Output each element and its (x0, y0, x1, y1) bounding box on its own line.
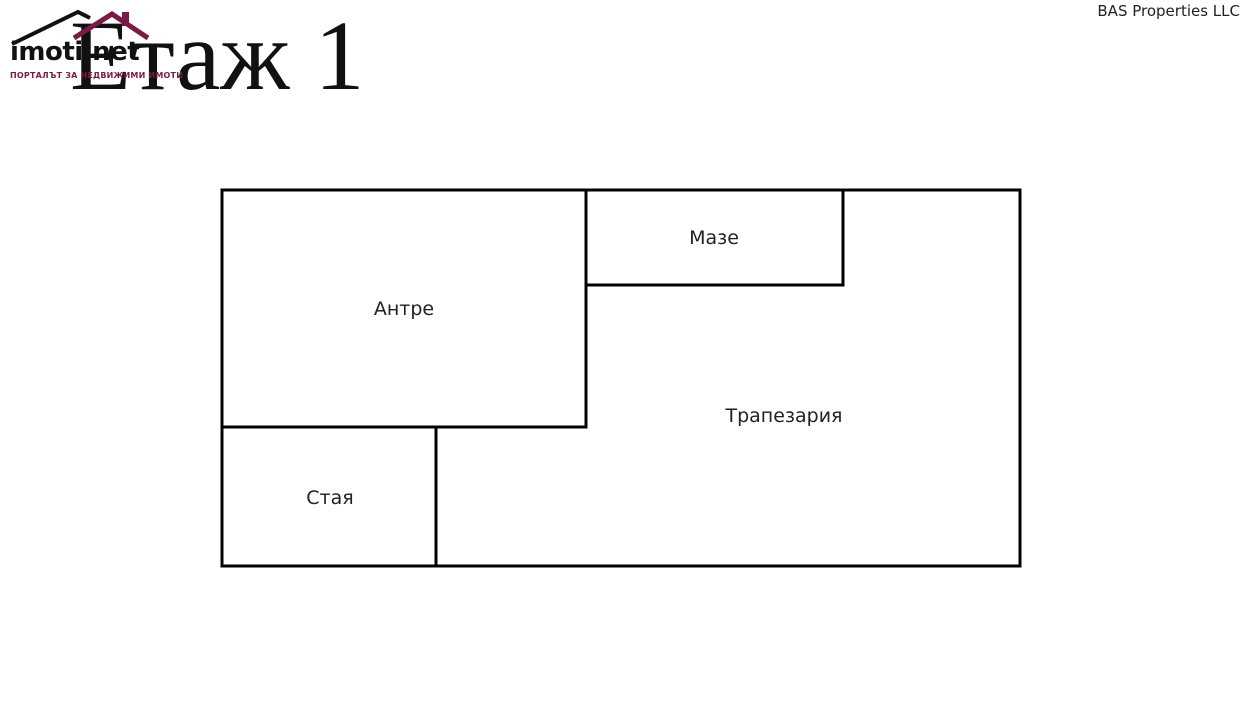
room-label-staya: Стая (306, 487, 353, 509)
room-label-maze: Мазе (689, 227, 739, 249)
room-label-trapezaria: Трапезария (724, 405, 842, 427)
floor-title: Етаж 1 (70, 0, 365, 111)
outer-wall (220, 188, 1022, 568)
site-logo: imoti.net ПОРТАЛЪТ ЗА НЕДВИЖИМИ ИМОТИ (8, 8, 183, 88)
room-label-antre: Антре (374, 298, 434, 320)
walls (220, 188, 1022, 568)
logo-name: imoti.net (10, 37, 140, 67)
agency-name: BAS Properties LLC (1097, 2, 1240, 20)
house-roof-icon (11, 9, 150, 46)
logo-tagline: ПОРТАЛЪТ ЗА НЕДВИЖИМИ ИМОТИ (10, 71, 184, 80)
